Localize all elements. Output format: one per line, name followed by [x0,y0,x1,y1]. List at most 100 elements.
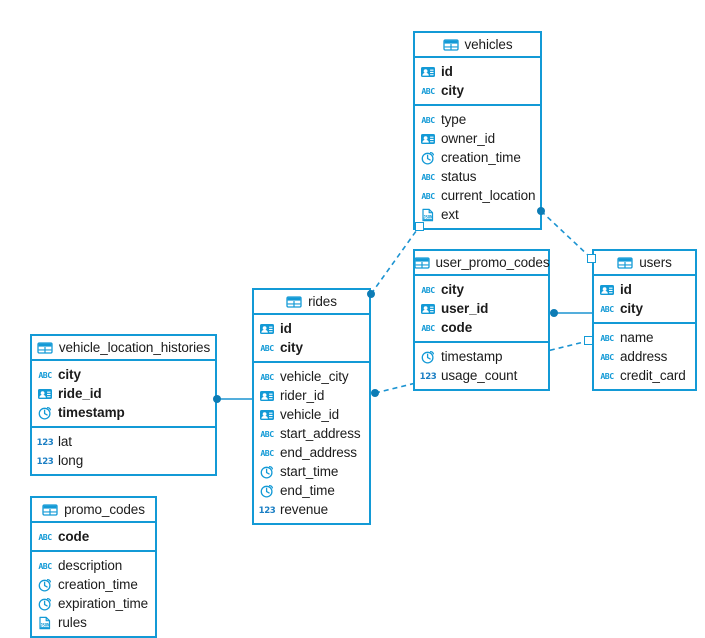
clock-icon [38,578,52,592]
relationship-dot-vlh-to-rides [213,395,221,403]
field-label: owner_id [441,131,495,146]
entity-header-user_promo_codes[interactable]: user_promo_codes [413,251,550,276]
key-field-ride_id[interactable]: ride_id [32,384,215,403]
field-label: address [620,349,668,364]
field-label: start_address [280,426,361,441]
field-label: ext [441,207,459,222]
json-document-icon: JSON [422,208,433,221]
field-label: city [280,340,303,355]
column-field-ext[interactable]: JSON ext [415,205,540,224]
abc-text-icon: ABC [38,532,52,542]
entity-header-vehicles[interactable]: vehicles [415,33,540,58]
key-field-city[interactable]: ABC city [254,338,369,357]
svg-text:ABC: ABC [260,429,274,439]
key-field-id[interactable]: id [415,62,540,81]
field-label: city [58,367,81,382]
column-field-rider_id[interactable]: rider_id [254,386,369,405]
field-label: city [441,282,464,297]
svg-text:ABC: ABC [600,304,614,314]
field-label: start_time [280,464,339,479]
abc-text-icon: ABC [421,172,435,182]
column-field-timestamp[interactable]: timestamp [415,347,548,366]
entity-header-promo_codes[interactable]: promo_codes [32,498,155,523]
entity-header-rides[interactable]: rides [254,290,369,315]
column-field-vehicle_id[interactable]: vehicle_id [254,405,369,424]
field-label: id [620,282,632,297]
key-field-id[interactable]: id [594,280,695,299]
column-field-start_time[interactable]: start_time [254,462,369,481]
key-field-user_id[interactable]: user_id [415,299,548,318]
abc-text-icon: ABC [600,371,614,381]
svg-text:ABC: ABC [260,343,274,353]
table-grid-icon [37,341,53,354]
relationship-square-rides-to-users [584,336,593,345]
column-field-creation_time[interactable]: creation_time [415,148,540,167]
svg-text:ABC: ABC [38,370,52,380]
field-label: code [441,320,473,335]
field-label: description [58,558,123,573]
entity-header-users[interactable]: users [594,251,695,276]
table-grid-icon [286,295,302,308]
column-field-creation_time[interactable]: creation_time [32,575,155,594]
identity-card-icon [260,390,274,401]
field-label: city [441,83,464,98]
key-field-timestamp[interactable]: timestamp [32,403,215,422]
column-field-owner_id[interactable]: owner_id [415,129,540,148]
field-label: creation_time [58,577,138,592]
column-field-status[interactable]: ABC status [415,167,540,186]
key-field-city[interactable]: ABC city [32,365,215,384]
field-label: usage_count [441,368,518,383]
table-grid-icon [617,256,633,269]
abc-text-icon: ABC [260,372,274,382]
identity-card-icon [421,303,435,314]
identity-card-icon [421,133,435,144]
field-label: status [441,169,477,184]
svg-text:ABC: ABC [38,532,52,542]
field-label: creation_time [441,150,521,165]
relationship-line-vehicles-to-user_promo_codes[interactable] [370,226,420,295]
column-field-lat[interactable]: 123 lat [32,432,215,451]
field-label: lat [58,434,72,449]
column-field-start_address[interactable]: ABC start_address [254,424,369,443]
entity-header-vehicle_location_histories[interactable]: vehicle_location_histories [32,336,215,361]
json-document-icon: JSON [39,616,50,629]
clock-icon [260,465,274,479]
entity-title: promo_codes [64,502,145,517]
svg-text:123: 123 [37,438,53,448]
column-field-expiration_time[interactable]: expiration_time [32,594,155,613]
column-field-end_time[interactable]: end_time [254,481,369,500]
key-field-id[interactable]: id [254,319,369,338]
table-grid-icon [42,503,58,516]
field-label: long [58,453,84,468]
abc-text-icon: ABC [260,448,274,458]
abc-text-icon: ABC [260,343,274,353]
